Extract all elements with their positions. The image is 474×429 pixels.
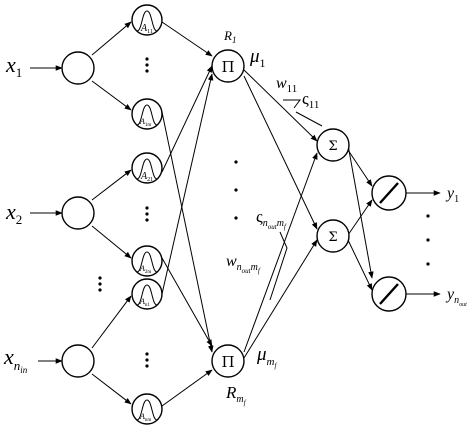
- membership-node-a11: A11: [131, 4, 163, 36]
- w-nout-pointer: [269, 231, 288, 301]
- svg-text:A21: A21: [140, 171, 153, 183]
- ellipsis-outputs: [426, 214, 430, 266]
- rule-node-mf: Π: [211, 344, 245, 378]
- membership-node-a2m: A2m: [131, 245, 163, 277]
- zeta11-pointer: [295, 111, 323, 127]
- ellipsis-inputs: [98, 276, 102, 292]
- svg-text:An1: An1: [139, 297, 150, 308]
- ellipsis-membership-3: [145, 352, 149, 368]
- ellipsis-membership-2: [145, 206, 149, 222]
- membership-node-an1: An1: [131, 278, 163, 310]
- mu-label-1: μ1: [249, 46, 266, 70]
- svg-text:Σ: Σ: [328, 139, 337, 154]
- input-node-n: [61, 344, 95, 378]
- output-node-1: [371, 175, 407, 211]
- weight-label-zeta11: ς11: [302, 89, 319, 111]
- svg-text:Π: Π: [221, 353, 234, 371]
- weight-label-zeta-nout: ςnoutmf: [256, 207, 287, 231]
- weight-label-w11: w11: [276, 75, 297, 95]
- sum-node-1: Σ: [316, 128, 350, 162]
- input-node-2: [61, 196, 95, 230]
- rule-label-rmf: Rmf: [225, 383, 247, 407]
- ellipsis-membership-1: [145, 57, 149, 73]
- weight-label-w-nout: wnoutmf: [226, 253, 261, 275]
- rule-node-1: Π: [211, 49, 245, 83]
- svg-text:A11: A11: [140, 23, 153, 35]
- output-label-n: ynout: [445, 286, 467, 308]
- svg-text:Σ: Σ: [328, 230, 337, 245]
- input-label-n: xnin: [3, 344, 28, 375]
- ellipsis-rules: [234, 160, 238, 220]
- svg-text:Anm: Anm: [139, 412, 151, 423]
- svg-text:Π: Π: [221, 58, 234, 76]
- w11-pointer: [283, 99, 301, 109]
- rule-label-r1: R1: [223, 28, 236, 45]
- input-label-2: x2: [5, 199, 22, 227]
- membership-node-anm: Anm: [131, 393, 163, 425]
- svg-text:A2m: A2m: [139, 264, 151, 275]
- input-node-1: [61, 51, 95, 85]
- sum-node-n: Σ: [316, 219, 350, 253]
- output-label-1: y1: [445, 185, 459, 205]
- svg-text:A1m: A1m: [139, 117, 151, 128]
- membership-node-a21: A21: [131, 152, 163, 184]
- membership-node-a1m: A1m: [131, 98, 163, 130]
- mu-label-mf: μmf: [256, 344, 278, 370]
- input-label-1: x1: [5, 52, 22, 80]
- output-node-n: [371, 276, 407, 312]
